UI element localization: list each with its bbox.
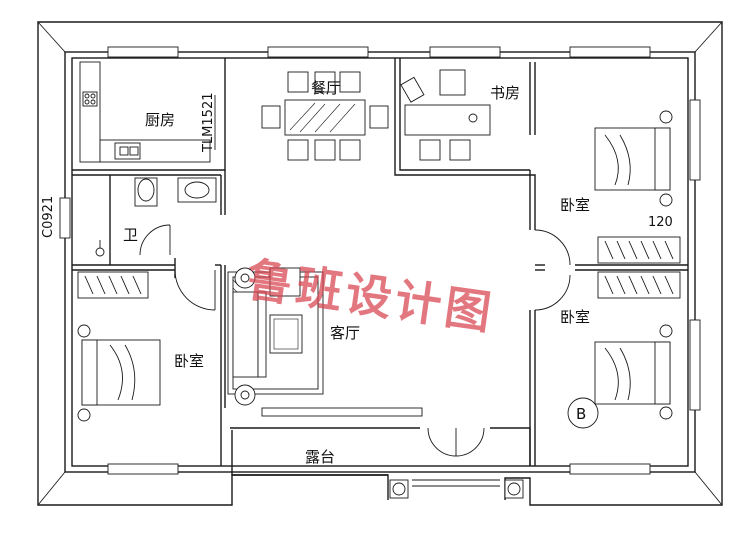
terrace-label: 露台 — [305, 448, 335, 466]
living-label: 客厅 — [330, 324, 360, 342]
interior-walls — [72, 58, 688, 476]
axis-marker-label: B — [576, 405, 586, 423]
exterior-walls — [59, 46, 701, 475]
terrace-details — [389, 479, 524, 499]
bedroom-bottom-right-label: 卧室 — [560, 308, 590, 326]
kitchen-fixtures — [79, 61, 211, 163]
dimension-label: 120 — [648, 215, 673, 230]
axis-marker: B — [567, 397, 599, 429]
bathroom-label: 卫 — [123, 226, 138, 244]
door-code-label: TLM1521 — [201, 93, 216, 153]
window-code-label: C0921 — [41, 196, 56, 238]
doors — [139, 224, 571, 457]
living-sofa-set — [227, 267, 324, 406]
window-left — [59, 197, 71, 239]
bed-bottom-right — [594, 324, 673, 420]
dining-set — [261, 71, 389, 161]
study-label: 书房 — [490, 84, 520, 102]
roof-outline — [37, 21, 723, 506]
wardrobes — [77, 236, 681, 299]
bed-left — [77, 324, 161, 422]
study-desk — [400, 69, 491, 161]
bed-top-right — [594, 110, 673, 207]
dining-label: 餐厅 — [311, 79, 341, 97]
bedroom-top-right-label: 卧室 — [560, 196, 590, 214]
bedroom-left-label: 卧室 — [174, 352, 204, 370]
kitchen-label: 厨房 — [145, 111, 175, 129]
bathroom-fixtures — [95, 177, 217, 257]
